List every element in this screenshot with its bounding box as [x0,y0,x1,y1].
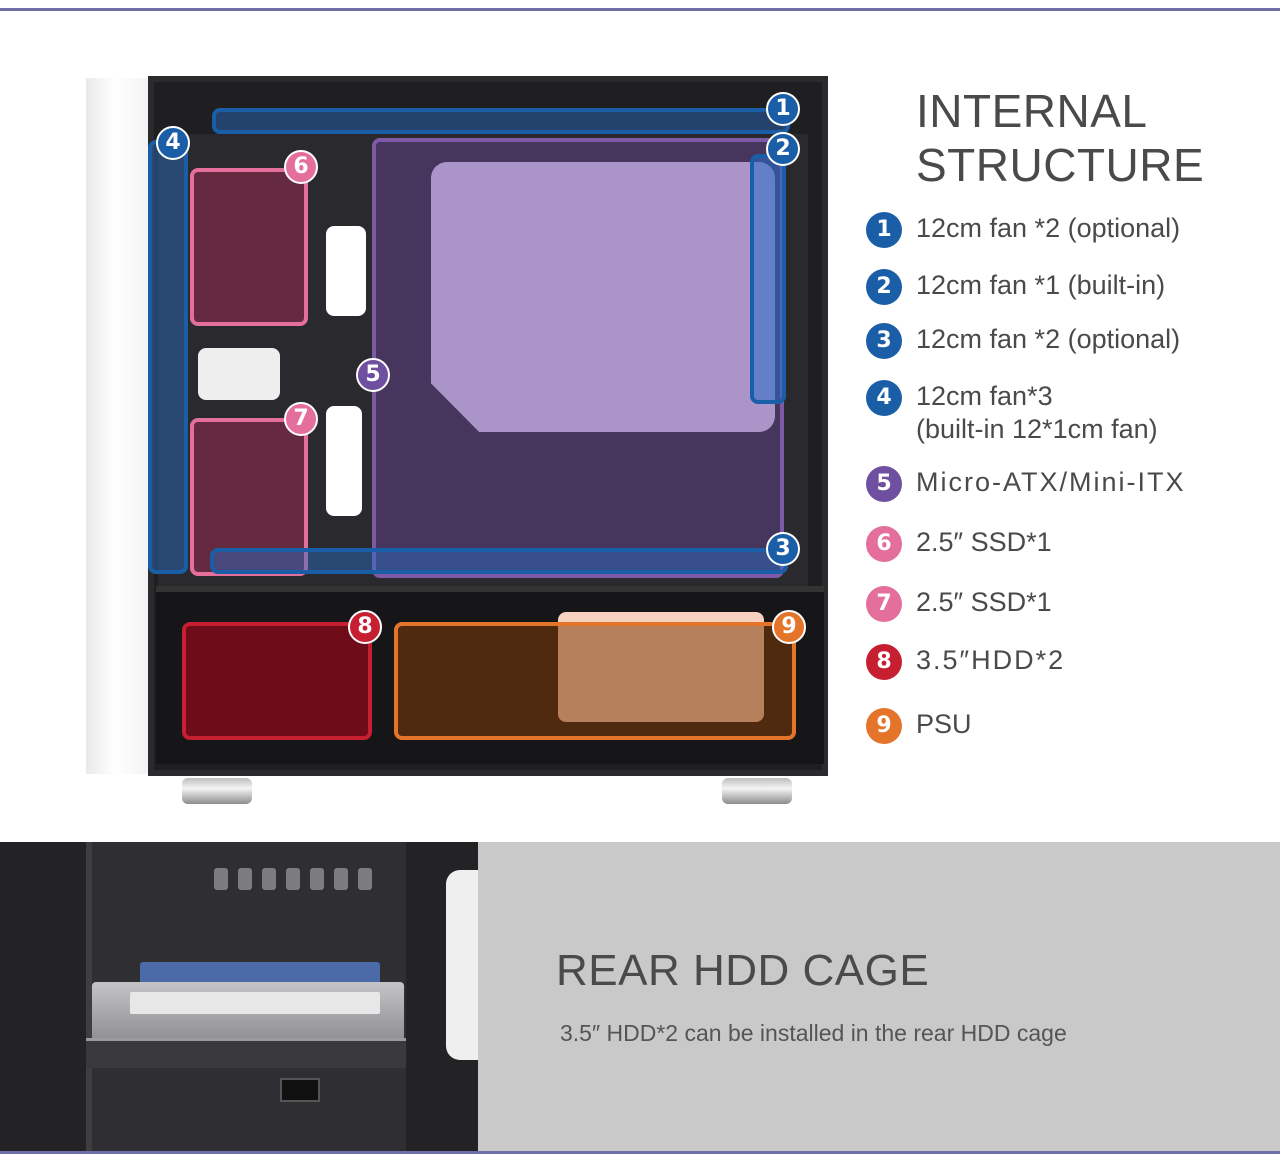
legend-badge-4: 4 [866,380,902,416]
marker-6: 6 [284,150,318,184]
marker-1: 1 [766,92,800,126]
vent-slot [358,868,372,890]
legend-text-9: PSU [916,709,972,739]
region-rear-fan [750,154,786,404]
legend-badge-3: 3 [866,323,902,359]
legend-text-4-line2: (built-in 12*1cm fan) [916,414,1158,444]
vent-slot [334,868,348,890]
cable-cutout [326,226,366,316]
marker-2: 2 [766,132,800,166]
legend-item-5: 5 Micro-ATX/Mini-ITX [866,466,1186,502]
vent-slot [262,868,276,890]
marker-3: 3 [766,532,800,566]
legend-badge-7: 7 [866,586,902,622]
region-psu [394,622,796,740]
legend-badge-8: 8 [866,644,902,680]
title-line-2: STRUCTURE [916,139,1205,191]
region-front-fans [148,140,188,574]
region-top-fans [212,108,790,134]
legend-item-6: 6 2.5″ SSD*1 [866,526,1052,562]
legend-item-4: 4 12cm fan*3 (built-in 12*1cm fan) [866,380,1158,446]
legend-text-8: 3.5″HDD*2 [916,645,1066,675]
title-line-1: INTERNAL [916,85,1148,137]
legend-text-6: 2.5″ SSD*1 [916,527,1052,557]
sata-connector [280,1078,320,1102]
bottom-divider [0,1151,1280,1154]
legend-item-2: 2 12cm fan *1 (built-in) [866,269,1165,305]
hdd-cage-photo [0,842,478,1151]
legend-text-2: 12cm fan *1 (built-in) [916,270,1166,300]
region-motherboard [372,138,784,578]
hdd-tray [86,1038,406,1068]
marker-4: 4 [156,126,190,160]
legend-badge-9: 9 [866,708,902,744]
vent-slot [310,868,324,890]
marker-8: 8 [348,610,382,644]
legend-item-7: 7 2.5″ SSD*1 [866,586,1052,622]
legend-badge-2: 2 [866,269,902,305]
white-panel-edge [446,870,478,1060]
legend-item-8: 8 3.5″HDD*2 [866,644,1065,680]
marker-7: 7 [284,402,318,436]
vent-slot [286,868,300,890]
legend-badge-5: 5 [866,466,902,502]
vent-slot [214,868,228,890]
region-ssd-top [190,168,308,326]
hdd-barcode-label [130,992,380,1014]
internal-structure-title: INTERNAL STRUCTURE [916,84,1256,192]
cable-cutout [326,406,362,516]
legend-text-4-line1: 12cm fan*3 [916,381,1053,411]
marker-5: 5 [356,358,390,392]
front-panel [86,78,152,774]
vent-slot [238,868,252,890]
region-hdd [182,622,372,740]
legend-badge-6: 6 [866,526,902,562]
region-bottom-fans [210,548,788,574]
vent-slots [214,868,384,890]
legend-text-5: Micro-ATX/Mini-ITX [916,467,1186,497]
legend-item-1: 1 12cm fan *2 (optional) [866,212,1180,248]
case-illustration: 1 2 3 4 5 6 7 8 9 [86,76,830,806]
legend-item-3: 3 12cm fan *2 (optional) [866,323,1180,359]
rear-hdd-title: REAR HDD CAGE [556,946,930,995]
motherboard-tray-opening [431,162,775,432]
legend-badge-1: 1 [866,212,902,248]
case-foot-right [722,778,792,804]
legend-text-7: 2.5″ SSD*1 [916,587,1052,617]
legend-text-1: 12cm fan *2 (optional) [916,213,1181,243]
case-foot-left [182,778,252,804]
top-divider [0,8,1280,11]
legend-text-3: 12cm fan *2 (optional) [916,324,1181,354]
legend-text-4: 12cm fan*3 (built-in 12*1cm fan) [916,380,1158,446]
marker-9: 9 [772,610,806,644]
legend-item-9: 9 PSU [866,708,972,744]
rear-hdd-description: 3.5″ HDD*2 can be installed in the rear … [560,1020,1067,1046]
rear-hdd-section: REAR HDD CAGE 3.5″ HDD*2 can be installe… [0,842,1280,1151]
cable-cutout [198,348,280,400]
